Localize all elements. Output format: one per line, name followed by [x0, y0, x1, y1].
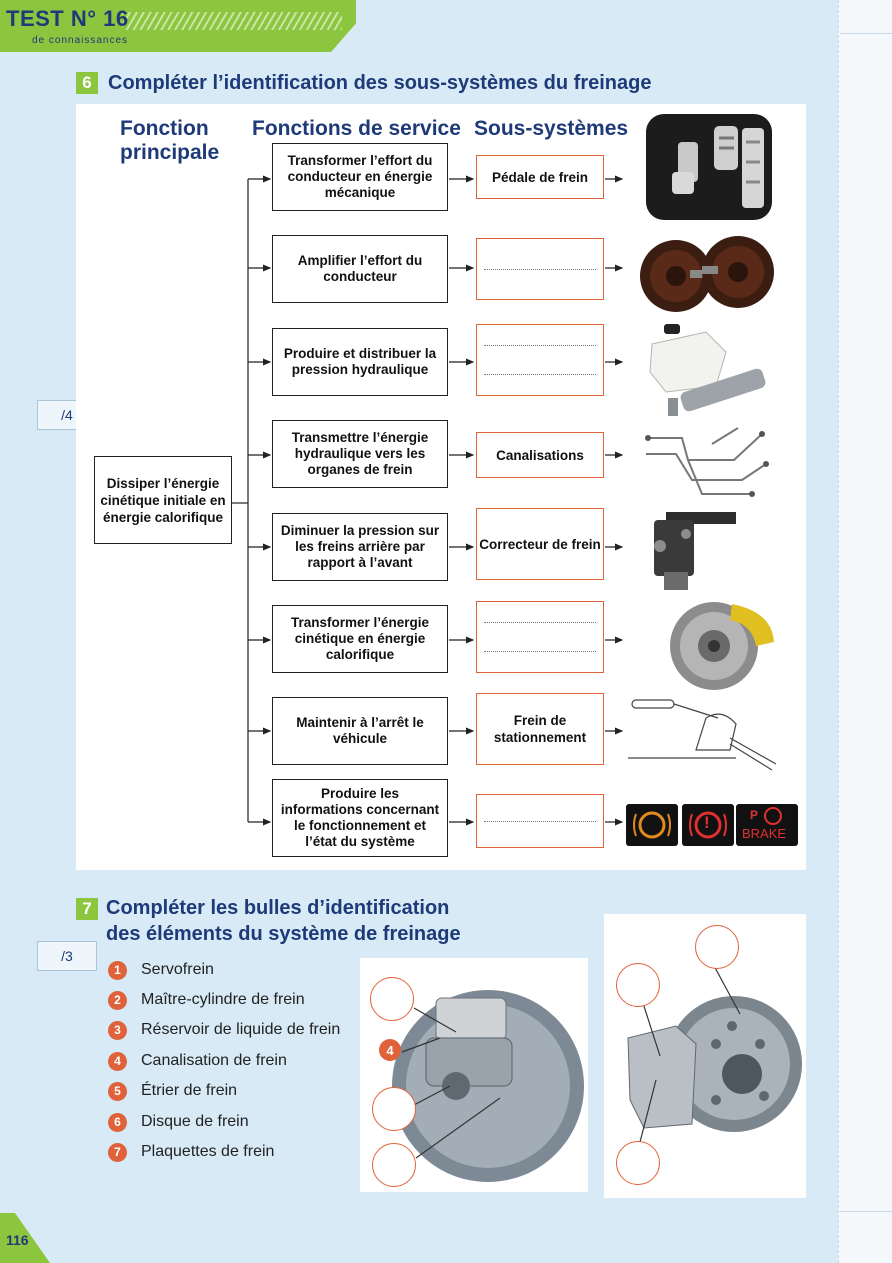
margin-rule	[840, 33, 892, 34]
brake-regulator-image	[654, 512, 736, 590]
brake-booster-image	[640, 236, 774, 312]
legend-number: 1	[108, 960, 127, 980]
disc-caliper-image	[670, 602, 774, 690]
service-box-2: Amplifier l’effort du conducteur	[272, 235, 448, 303]
score-box[interactable]: /3	[37, 941, 97, 971]
subsystem-label: Correcteur de frein	[479, 536, 601, 552]
legend-number: 6	[108, 1112, 127, 1132]
header-tab: TEST N° 16 de connaissances	[0, 0, 356, 52]
subsystem-label: Frein de stationnement	[493, 713, 587, 745]
answer-dotted-line	[484, 268, 596, 270]
page-number: 116	[6, 1232, 29, 1248]
test-subtitle: de connaissances	[32, 35, 129, 46]
subsystem-label: Canalisations	[496, 447, 584, 463]
parking-p-icon: P	[750, 808, 759, 822]
column-header-main: Fonction principale	[120, 117, 220, 164]
right-margin	[838, 0, 892, 1263]
subsystem-box-7: Frein de stationnement	[476, 693, 604, 765]
brake-circle-icon	[633, 811, 671, 839]
legend-item: 7 Plaquettes de frein	[108, 1140, 274, 1164]
answer-bubble[interactable]	[372, 1087, 416, 1131]
legend-label: Plaquettes de frein	[141, 1143, 275, 1160]
subsystem-box-5: Correcteur de frein	[476, 508, 604, 580]
section-number: 7	[76, 898, 98, 920]
filled-bubble: 4	[379, 1039, 401, 1061]
service-box-8: Produire les informations concernant le …	[272, 779, 448, 857]
legend-item: 6 Disque de frein	[108, 1110, 249, 1134]
answer-dotted-line	[484, 374, 596, 375]
section-title-line2: des éléments du système de freinage	[106, 923, 461, 945]
legend-number: 4	[108, 1051, 127, 1071]
subsystem-answer-field-6[interactable]	[476, 601, 604, 673]
booster-assembly-image	[392, 990, 584, 1182]
section-title-line1: Compléter les bulles d’identification	[106, 897, 450, 919]
exclamation-circle-icon	[689, 811, 727, 839]
service-box-4: Transmettre l’énergie hydraulique vers l…	[272, 420, 448, 488]
legend-number: 5	[108, 1081, 127, 1101]
subsystem-box-4: Canalisations	[476, 432, 604, 478]
answer-bubble[interactable]	[616, 1141, 660, 1185]
legend-item: 2 Maître-cylindre de frein	[108, 988, 305, 1012]
section-number: 6	[76, 72, 98, 94]
margin-rule	[840, 1211, 892, 1212]
warning-lights-image	[626, 804, 678, 846]
exclamation-mark: !	[704, 813, 710, 832]
legend-label: Disque de frein	[141, 1113, 249, 1130]
legend-item: 3 Réservoir de liquide de frein	[108, 1018, 340, 1042]
brake-warning-light: !	[682, 804, 734, 846]
legend-number: 2	[108, 990, 127, 1010]
legend-label: Canalisation de frein	[141, 1052, 287, 1069]
legend-item: 5 Étrier de frein	[108, 1079, 237, 1103]
legend-label: Maître-cylindre de frein	[141, 991, 305, 1008]
service-box-7: Maintenir à l’arrêt le véhicule	[272, 697, 448, 765]
service-box-6: Transformer l’énergie cinétique en énerg…	[272, 605, 448, 673]
parking-brake-warning-light: P BRAKE	[736, 804, 798, 846]
legend-label: Servofrein	[141, 961, 214, 978]
legend-item: 1 Servofrein	[108, 958, 214, 982]
subsystem-box-1: Pédale de frein	[476, 155, 604, 199]
parking-brake-image	[628, 699, 777, 771]
header-hatch	[122, 12, 342, 30]
subsystem-answer-field-3[interactable]	[476, 324, 604, 396]
service-box-5: Diminuer la pression sur les freins arri…	[272, 513, 448, 581]
answer-dotted-line	[484, 651, 596, 652]
legend-number: 7	[108, 1142, 127, 1162]
service-box-3: Produire et distribuer la pression hydra…	[272, 328, 448, 396]
answer-bubble[interactable]	[616, 963, 660, 1007]
test-title: TEST N° 16	[6, 6, 129, 31]
brake-lines-image	[645, 427, 769, 497]
brake-text: BRAKE	[742, 826, 787, 841]
subsystem-label: Pédale de frein	[491, 169, 589, 185]
legend-item: 4 Canalisation de frein	[108, 1049, 287, 1073]
column-header-subsystems: Sous-systèmes	[474, 117, 629, 140]
subsystem-answer-field-8[interactable]	[476, 794, 604, 848]
circle-icon	[764, 807, 782, 825]
service-box-1: Transformer l’effort du conducteur en én…	[272, 143, 448, 211]
answer-dotted-line	[484, 820, 596, 822]
legend-label: Réservoir de liquide de frein	[141, 1021, 341, 1038]
answer-bubble[interactable]	[695, 925, 739, 969]
column-header-service: Fonctions de service	[252, 117, 461, 140]
answer-bubble[interactable]	[372, 1143, 416, 1187]
answer-bubble[interactable]	[370, 977, 414, 1021]
disc-caliper-assembly-image	[627, 961, 802, 1143]
section-title: Compléter l’identification des sous-syst…	[108, 72, 652, 94]
answer-dotted-line	[484, 345, 596, 346]
answer-dotted-line	[484, 622, 596, 623]
subsystem-answer-field-2[interactable]	[476, 238, 604, 300]
legend-label: Étrier de frein	[141, 1082, 238, 1099]
pedals-image	[646, 114, 772, 220]
legend-number: 3	[108, 1020, 127, 1040]
main-function-box: Dissiper l’énergie cinétique initiale en…	[94, 456, 232, 544]
master-cylinder-image	[649, 324, 766, 416]
